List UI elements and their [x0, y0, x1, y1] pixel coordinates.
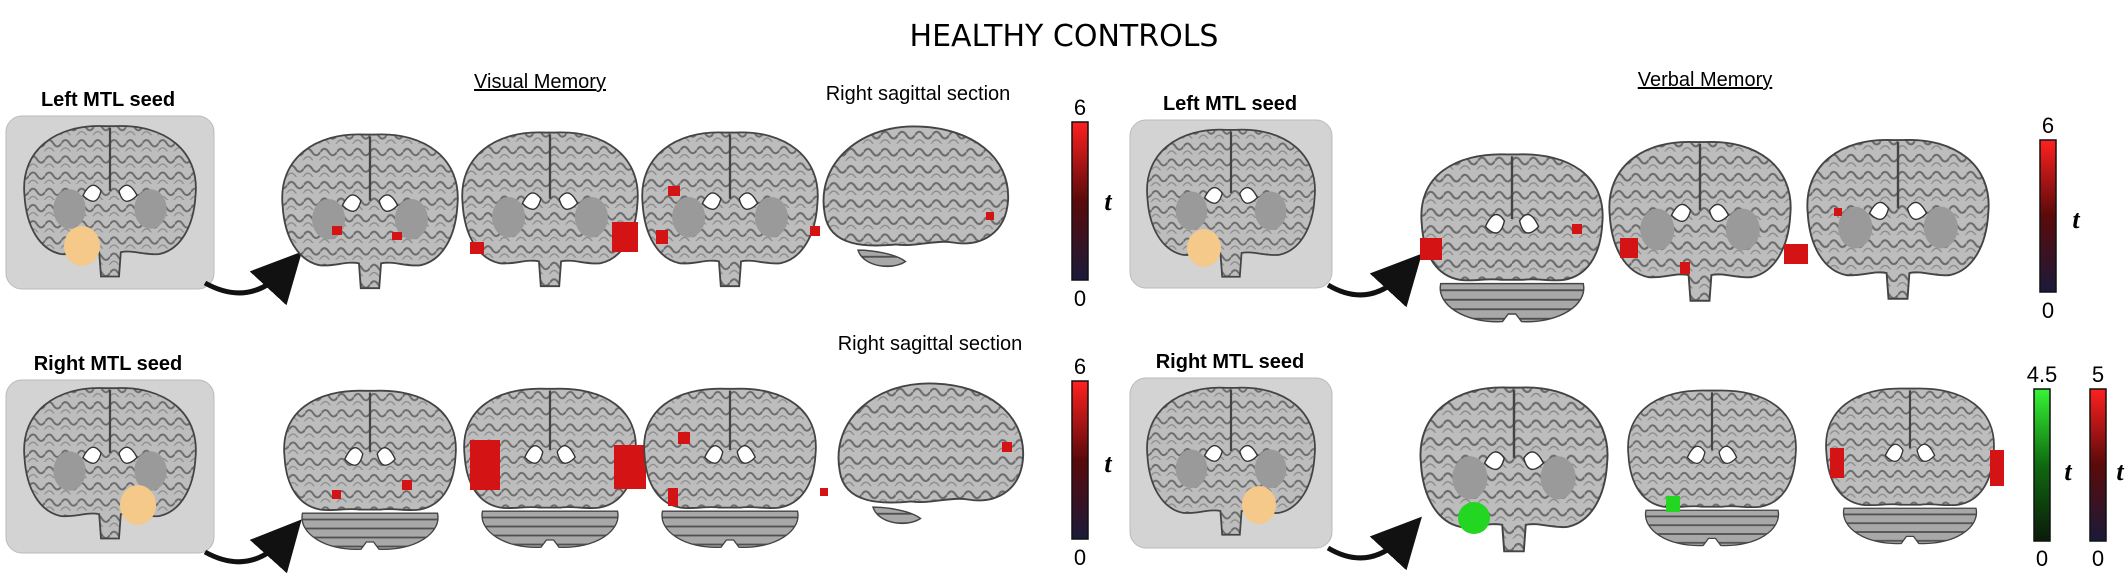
sagittal-label-top: Right sagittal section: [826, 83, 1011, 105]
colorbar-visual-bottom: 6 0 t: [1071, 354, 1112, 570]
arrow-icon: [203, 251, 302, 306]
seed-region-left: [64, 226, 100, 266]
svg-text:0: 0: [2092, 546, 2104, 571]
brain-slice: [1824, 387, 2004, 545]
svg-text:t: t: [2064, 457, 2072, 486]
colorbar-visual-top: 6 0 t: [1071, 95, 1112, 311]
arrow-icon: [1326, 253, 1422, 308]
colorbar-verbal-top: 6 0 t: [2039, 113, 2080, 323]
brain-slice: [461, 131, 639, 288]
seed-label-left-visual: Left MTL seed: [41, 89, 175, 111]
brain-slice: [837, 382, 1025, 525]
svg-text:0: 0: [1074, 286, 1086, 311]
arrow-icon: [203, 519, 302, 574]
seed-region-right: [120, 485, 156, 525]
colorbar-verbal-bottom-red: 5 0 t: [2089, 362, 2124, 571]
svg-text:0: 0: [1074, 545, 1086, 570]
brain-slice: [1626, 389, 1798, 547]
svg-text:t: t: [2072, 205, 2080, 234]
svg-text:t: t: [2116, 457, 2124, 486]
brain-slice: [641, 131, 820, 288]
svg-text:6: 6: [1074, 95, 1086, 120]
svg-text:6: 6: [2042, 113, 2054, 138]
seed-region-left: [1187, 229, 1221, 267]
brain-slice: [1806, 138, 1990, 300]
seed-label-right-verbal: Right MTL seed: [1156, 351, 1305, 373]
section-verbal-memory: Verbal Memory: [1638, 69, 1773, 91]
seed-box-left-verbal: [1129, 119, 1333, 289]
brain-slice: [822, 125, 1010, 268]
svg-text:4.5: 4.5: [2027, 362, 2058, 387]
seed-label-left-verbal: Left MTL seed: [1163, 93, 1297, 115]
seed-box-right-verbal: [1129, 377, 1333, 549]
seed-box-left-visual: [5, 115, 215, 290]
brain-slice: [642, 387, 828, 549]
svg-text:t: t: [1104, 187, 1112, 216]
seed-label-right-visual: Right MTL seed: [34, 353, 183, 375]
svg-text:5: 5: [2092, 362, 2104, 387]
brain-slice: [462, 387, 646, 549]
brain-slice: [1608, 140, 1808, 302]
arrow-icon: [1326, 516, 1422, 571]
svg-text:0: 0: [2042, 298, 2054, 323]
section-visual-memory: Visual Memory: [474, 71, 606, 93]
svg-text:6: 6: [1074, 354, 1086, 379]
colorbar-verbal-bottom-green: 4.5 0 t: [2027, 362, 2073, 571]
seed-box-right-visual: [5, 379, 215, 554]
svg-text:t: t: [1104, 449, 1112, 478]
brain-slice: [281, 133, 459, 290]
sagittal-label-bottom: Right sagittal section: [838, 333, 1023, 355]
brain-slice: [1419, 386, 1609, 553]
brain-slice: [282, 389, 458, 551]
svg-text:0: 0: [2036, 546, 2048, 571]
brain-slice: [1420, 153, 1604, 323]
seed-region-right: [1242, 486, 1276, 524]
figure-title: HEALTHY CONTROLS: [910, 19, 1219, 54]
